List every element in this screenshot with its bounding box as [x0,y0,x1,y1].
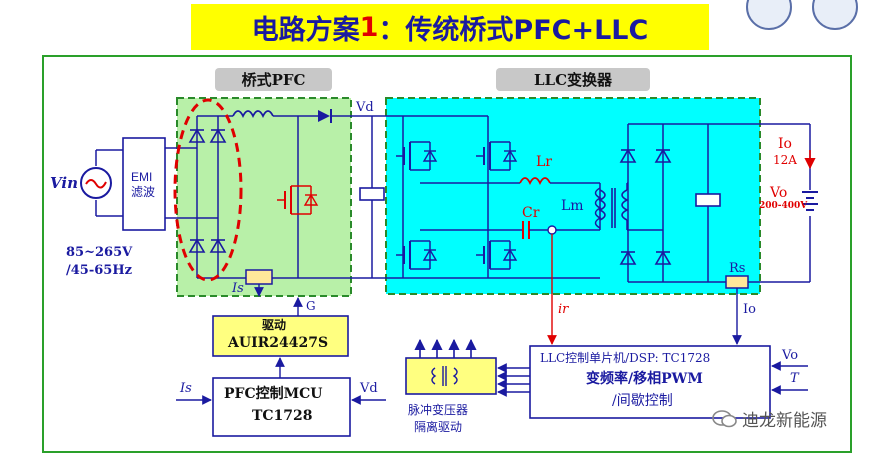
title-main: 电路方案 [251,14,360,46]
lr-label: Lr [536,154,552,170]
driver-chip-label: AUIR24427S [228,335,329,351]
title-number: 1 [359,11,379,43]
llc-burst-mode-label: /间歇控制 [612,393,673,409]
diagram-frame [42,55,852,453]
watermark-text: 迪龙新能源 [742,411,827,431]
vo-range-label: 200-400V [759,201,808,211]
rs-label: Rs [729,261,746,276]
cr-label: Cr [522,205,540,221]
driver-title: 驱动 [262,318,287,332]
mcu-is-input-label: Is [180,381,192,396]
io-value-label: 12A [773,153,797,167]
pfc-mcu-label: PFC控制MCU [224,386,323,402]
ir-sense-node [547,225,557,235]
pfc-inductor-icon [232,110,274,119]
title-rest: ：传统桥式PFC+LLC [378,14,649,46]
controller-t-input-label: T [790,371,799,386]
transformer-icon [598,189,606,221]
pfc-sense-resistor [245,269,273,285]
output-sense-resistor [725,275,749,289]
llc-pwm-mode-label: 变频率/移相PWM [586,371,703,387]
gate-signal-label: G [306,299,316,313]
ir-label: ir [558,302,569,317]
lm-inductor-icon [594,187,602,229]
battery-icon [802,191,818,211]
emi-filter-label: 滤波 [131,185,156,199]
llc-controller-box [529,345,771,419]
frequency-range-label: /45-65Hz [66,263,132,278]
pulse-transformer-label: 脉冲变压器 [408,403,469,417]
pulse-transformer-box [405,357,497,395]
boost-diode-icon [318,110,330,122]
bus-capacitor-icon [359,187,385,201]
gate-driver-box [212,315,349,357]
mcu-vd-input-label: Vd [360,381,378,396]
voltage-range-label: 85~265V [66,245,133,260]
bridge-highlight [173,98,243,282]
isolated-drive-label: 隔离驱动 [414,420,463,434]
llc-section-label: LLC变换器 [496,68,650,91]
is-label: Is [232,281,244,296]
emi-label: EMI [131,170,153,184]
pfc-mosfet-icon [277,185,319,215]
pfc-mcu-chip-label: TC1728 [252,408,313,424]
io-label: Io [778,136,792,152]
output-capacitor-icon [695,193,721,207]
llc-controller-label: LLC控制单片机/DSP: TC1728 [540,351,711,365]
vd-label: Vd [356,100,374,115]
pfc-mcu-box [212,377,351,437]
lr-inductor-icon [519,177,551,186]
pfc-section-area [176,97,352,297]
emi-filter-box [122,137,166,231]
vin-label: Vin [50,174,78,192]
pfc-section-label: 桥式PFC [215,68,332,91]
vo-label: Vo [770,185,788,201]
controller-vo-input-label: Vo [782,348,799,363]
watermark: 迪龙新能源 [712,406,827,431]
lm-label: Lm [561,198,584,214]
io-feedback-label: Io [743,302,756,317]
wechat-icon [712,409,737,427]
